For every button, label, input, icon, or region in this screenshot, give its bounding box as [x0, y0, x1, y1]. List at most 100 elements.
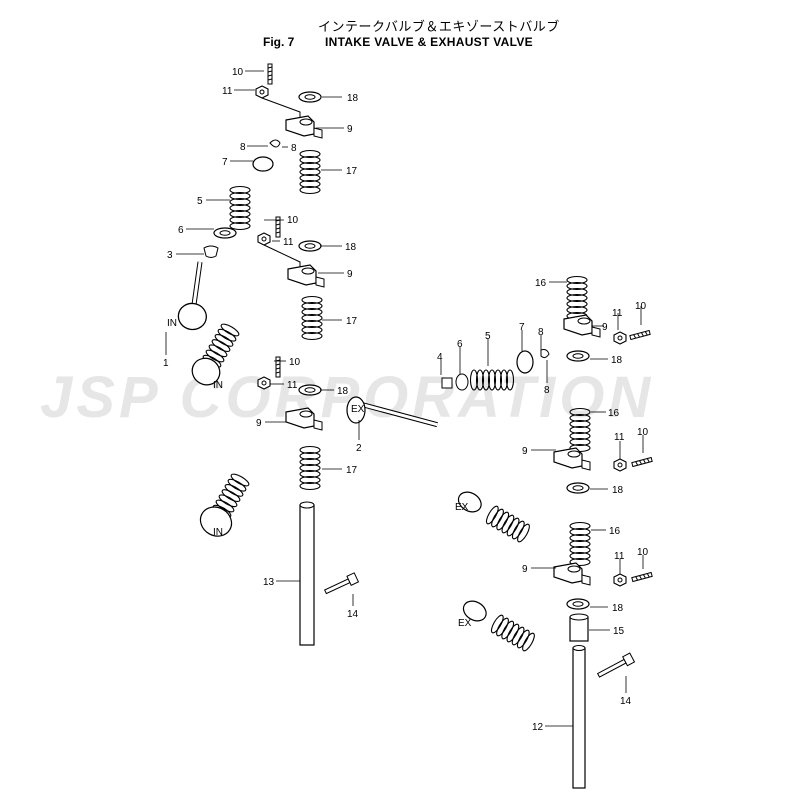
- callout-label: 16: [535, 278, 547, 289]
- callout-label: 11: [612, 308, 623, 319]
- washer-part: [298, 384, 322, 396]
- lock-nut-part: [613, 458, 627, 472]
- title-english: INTAKE VALVE & EXHAUST VALVE: [325, 35, 533, 49]
- callout-label: 7: [519, 322, 525, 333]
- valve-stem-seal-part: [203, 245, 219, 258]
- callout-label: 10: [232, 67, 244, 78]
- valve-assembly-part: [199, 471, 251, 537]
- valve-spring-part: [569, 407, 591, 453]
- callout-label: 16: [608, 408, 620, 419]
- callout-label: 8: [538, 327, 544, 338]
- lock-nut-part: [257, 232, 271, 246]
- spring-retainer-part: [252, 156, 274, 172]
- callout-label: 17: [346, 316, 358, 327]
- rocker-arm-part: [287, 264, 325, 288]
- exhaust-valve-assembly-part: [457, 491, 533, 544]
- callout-label: 11: [614, 551, 625, 562]
- spring-seat-part: [455, 373, 469, 391]
- callout-label: 18: [612, 485, 624, 496]
- callout-label: 2: [356, 443, 362, 454]
- exhaust-mark: EX: [455, 502, 469, 513]
- spring-seat-part: [213, 227, 237, 239]
- callout-label: 9: [347, 124, 353, 135]
- washer-part: [566, 482, 590, 494]
- callout-label: 18: [345, 242, 357, 253]
- adjust-screw-part: [629, 329, 651, 341]
- valve-spring-part: [566, 275, 588, 321]
- callout-label: 8: [291, 143, 297, 154]
- callout-label: 12: [532, 722, 544, 733]
- bolt-part: [596, 652, 636, 678]
- valve-spring-part: [299, 445, 321, 491]
- callout-label: 9: [347, 269, 353, 280]
- callout-label: 10: [635, 301, 647, 312]
- callout-label: 13: [263, 577, 275, 588]
- lock-nut-part: [613, 573, 627, 587]
- bolt-part: [323, 572, 360, 595]
- callout-label: 18: [611, 355, 623, 366]
- valve-spring-part: [229, 185, 251, 231]
- callout-label: 17: [346, 166, 358, 177]
- intake-mark: IN: [167, 318, 177, 329]
- callout-label: 7: [222, 157, 228, 168]
- watermark: JSP CORPORATION: [40, 365, 655, 430]
- callout-label: 18: [612, 603, 624, 614]
- exhaust-valve-assembly-part: [462, 600, 538, 653]
- callout-label: 4: [437, 352, 443, 363]
- callout-label: 11: [287, 380, 298, 391]
- valve-cotter-part: [540, 349, 550, 359]
- callout-label: 14: [347, 609, 359, 620]
- callout-label: 17: [346, 465, 358, 476]
- callout-label: 10: [637, 427, 649, 438]
- lock-nut-part: [613, 331, 627, 345]
- callout-label: 8: [240, 142, 246, 153]
- push-rod-part: [299, 504, 315, 646]
- valve-spring-part: [301, 295, 323, 341]
- exhaust-valve-part: [359, 401, 438, 428]
- callout-labels: 10 11 18 9 8 8 7 17 5 10 6 11 18 3 9 17 …: [163, 67, 649, 733]
- tappet-part: [569, 616, 589, 642]
- exhaust-mark: EX: [351, 404, 365, 415]
- callout-label: 11: [222, 86, 233, 97]
- callout-label: 6: [457, 339, 463, 350]
- adjust-screw-part: [631, 456, 653, 468]
- washer-part: [566, 598, 590, 610]
- callout-label: 11: [283, 237, 294, 248]
- title-japanese: インテークバルブ＆エキゾーストバルブ: [318, 20, 560, 35]
- adjust-screw-part: [267, 63, 273, 85]
- callout-label: 9: [522, 564, 528, 575]
- callout-label: 1: [163, 358, 169, 369]
- lock-nut-part: [257, 376, 271, 390]
- rocker-arm-part: [285, 407, 323, 431]
- spring-retainer-part: [516, 350, 534, 374]
- callout-label: 11: [614, 432, 625, 443]
- valve-stem-seal-part: [441, 377, 453, 389]
- intake-mark: IN: [213, 527, 223, 538]
- figure-number: Fig. 7: [263, 35, 295, 49]
- callout-label: 6: [178, 225, 184, 236]
- valve-spring-part: [469, 369, 515, 391]
- callout-label: 16: [609, 526, 621, 537]
- adjust-screw-part: [631, 571, 653, 583]
- callout-label: 18: [347, 93, 359, 104]
- exhaust-mark: EX: [458, 618, 472, 629]
- washer-part: [298, 91, 322, 103]
- rocker-arm-part: [285, 115, 323, 139]
- push-rod-part: [572, 647, 586, 789]
- callout-label: 18: [337, 386, 349, 397]
- leader-lines: [165, 70, 644, 727]
- adjust-screw-part: [275, 356, 281, 378]
- callout-label: 10: [289, 357, 301, 368]
- valve-assembly-part: [191, 321, 241, 386]
- callout-label: 14: [620, 696, 632, 707]
- washer-part: [566, 350, 590, 362]
- callout-label: 10: [637, 547, 649, 558]
- callout-label: 15: [613, 626, 625, 637]
- valve-spring-part: [299, 149, 321, 195]
- callout-label: 5: [197, 196, 203, 207]
- callout-label: 8: [544, 385, 550, 396]
- intake-valve-part: [177, 260, 214, 331]
- valve-spring-part: [569, 521, 591, 567]
